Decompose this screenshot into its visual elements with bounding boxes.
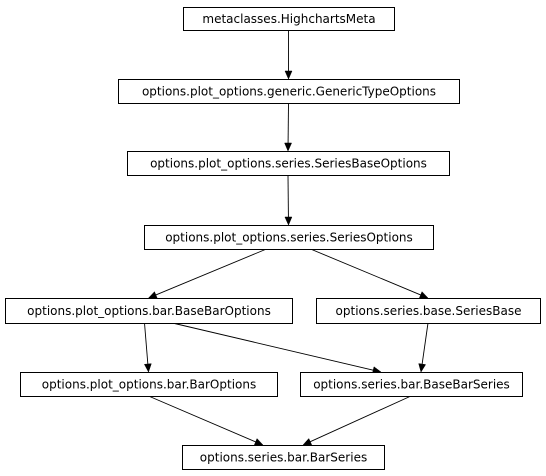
inheritance-edge: [284, 30, 293, 80]
class-node-label: options.plot_options.series.SeriesOption…: [165, 231, 413, 245]
class-node-label: options.plot_options.generic.GenericType…: [142, 85, 436, 99]
class-node-box: [316, 298, 541, 324]
edge-line: [172, 322, 374, 371]
class-node: metaclasses.HighchartsMeta: [183, 7, 395, 31]
class-node-box: [20, 372, 278, 397]
class-node-box: [118, 79, 460, 104]
arrowhead: [418, 291, 429, 299]
inheritance-edge: [302, 395, 412, 446]
inheritance-edge: [310, 248, 429, 299]
inheritance-edge: [147, 248, 267, 299]
inheritance-edge: [284, 102, 292, 152]
class-node: options.plot_options.series.SeriesBaseOp…: [127, 151, 450, 176]
arrowhead: [147, 291, 158, 299]
arrowhead: [284, 142, 292, 152]
arrowhead: [284, 70, 293, 80]
class-node: options.series.bar.BarSeries: [182, 445, 385, 470]
class-node-box: [5, 298, 293, 324]
class-node-label: metaclasses.HighchartsMeta: [202, 12, 375, 26]
inheritance-edge: [284, 174, 293, 226]
class-node-label: options.plot_options.bar.BaseBarOptions: [27, 304, 271, 318]
arrowhead: [302, 438, 313, 446]
class-node-box: [127, 151, 450, 176]
inheritance-edge: [144, 322, 152, 373]
class-node: options.plot_options.bar.BarOptions: [20, 372, 278, 397]
edge-line: [148, 395, 256, 443]
edge-line: [144, 322, 149, 365]
inheritance-edge: [148, 395, 264, 446]
class-node: options.plot_options.series.SeriesOption…: [144, 225, 434, 250]
arrowhead: [253, 438, 264, 446]
arrowhead: [284, 216, 293, 226]
class-node: options.plot_options.generic.GenericType…: [118, 79, 460, 104]
class-node-box: [183, 7, 395, 31]
class-node-label: options.series.base.SeriesBase: [336, 304, 522, 318]
class-node-box: [300, 372, 523, 397]
nodes-layer: metaclasses.HighchartsMeta options.plot_o…: [5, 7, 541, 470]
edge-line: [421, 322, 429, 365]
arrowhead: [144, 363, 152, 373]
inheritance-edge: [418, 322, 429, 373]
class-node: options.plot_options.bar.BaseBarOptions: [5, 298, 293, 324]
class-node: options.series.base.SeriesBase: [316, 298, 541, 324]
class-node-label: options.plot_options.series.SeriesBaseOp…: [150, 157, 427, 171]
class-node-label: options.series.bar.BarSeries: [200, 451, 367, 465]
edge-line: [155, 248, 267, 296]
inheritance-edge: [172, 322, 382, 374]
edge-line: [310, 395, 412, 443]
edges-layer: [144, 30, 429, 446]
arrowhead: [418, 363, 427, 373]
class-node-label: options.series.bar.BaseBarSeries: [313, 378, 510, 392]
class-node-box: [144, 225, 434, 250]
class-node-label: options.plot_options.bar.BarOptions: [42, 378, 256, 392]
edge-line: [310, 248, 421, 296]
class-node: options.series.bar.BaseBarSeries: [300, 372, 523, 397]
class-node-box: [182, 445, 385, 470]
